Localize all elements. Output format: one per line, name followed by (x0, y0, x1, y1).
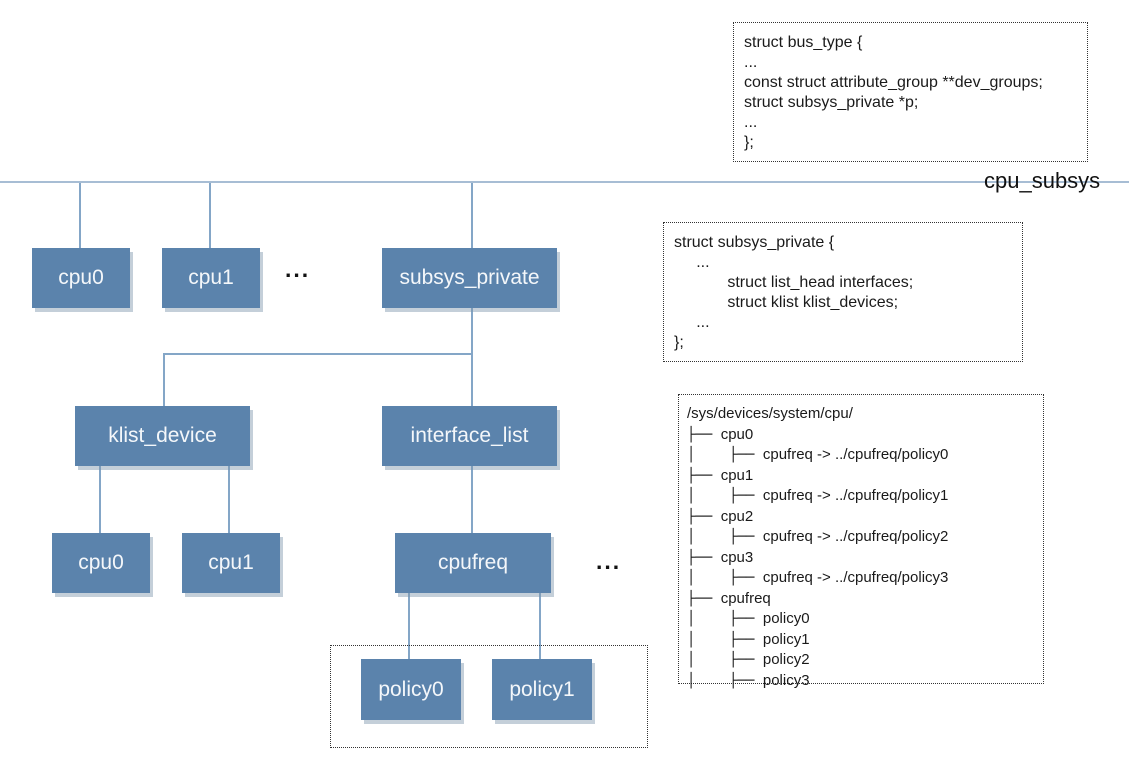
node-cpu0-bus-device: cpu0 (32, 248, 130, 308)
node-label: cpufreq (437, 551, 509, 574)
tree-line-prefix: │ ├── (687, 652, 763, 668)
cpu-subsys-bus-line (0, 181, 1129, 183)
node-cpu0-klist-entry: cpu0 (52, 533, 150, 593)
code-line: ... (744, 114, 758, 131)
tree-line: │ ├── policy2 (687, 650, 1039, 671)
node-label: interface_list (410, 424, 529, 447)
tree-line: ├── cpu0 (687, 425, 1039, 446)
tree-line-prefix: │ ├── (687, 611, 763, 627)
node-label: klist_device (108, 424, 217, 447)
connector-branch-horizontal (163, 353, 473, 355)
tree-line: │ ├── policy0 (687, 609, 1039, 630)
node-policy1: policy1 (492, 659, 592, 720)
tree-line-text: cpu3 (720, 548, 754, 566)
node-policy0: policy0 (361, 659, 461, 720)
tree-line-prefix: │ ├── (687, 447, 763, 463)
connector-subsys-private-down (471, 308, 473, 406)
connector-klist-cpu1 (228, 466, 230, 533)
tree-line-text: policy2 (762, 651, 810, 668)
code-line: ... (674, 314, 710, 331)
tree-line: ├── cpufreq (687, 589, 1039, 610)
node-label: cpu1 (188, 266, 234, 289)
ellipsis-cpufreq-siblings: ... (596, 548, 622, 574)
code-line: struct klist klist_devices; (674, 294, 899, 311)
code-line: struct bus_type { (744, 34, 863, 51)
tree-line-text: cpu0 (720, 425, 754, 443)
code-line: struct list_head interfaces; (674, 274, 914, 291)
code-line: struct subsys_private { (674, 234, 835, 251)
tree-line-text: /sys/devices/system/cpu/ (687, 405, 853, 422)
tree-line-prefix: ├── (687, 549, 721, 566)
connector-cpufreq-policy1 (539, 593, 541, 659)
tree-line-text: cpu1 (720, 466, 754, 484)
node-label: cpu0 (78, 551, 124, 574)
tree-line-text: cpufreq -> ../cpufreq/policy1 (762, 487, 949, 504)
tree-line-text: cpufreq -> ../cpufreq/policy0 (762, 446, 949, 463)
node-label: policy1 (509, 677, 575, 701)
tree-line: │ ├── policy3 (687, 671, 1039, 692)
tree-line-prefix: │ ├── (687, 570, 763, 586)
tree-line-prefix: ├── (687, 508, 721, 525)
node-label: policy0 (378, 677, 444, 701)
tree-line-text: cpufreq -> ../cpufreq/policy3 (762, 569, 949, 586)
code-lines: struct bus_type { ... const struct attri… (734, 23, 1087, 153)
node-cpu1-klist-entry: cpu1 (182, 533, 280, 593)
tree-line-prefix: │ ├── (687, 672, 763, 689)
connector-interface-list-cpufreq (471, 466, 473, 533)
connector-bus-subsys-private (471, 183, 473, 248)
policy-group-box (330, 645, 648, 748)
tree-line: │ ├── cpufreq -> ../cpufreq/policy1 (687, 486, 1039, 507)
tree-line-prefix: ├── (687, 467, 721, 484)
node-label: cpu1 (208, 551, 254, 574)
tree-line-prefix: │ ├── (687, 529, 763, 545)
tree-line: │ ├── cpufreq -> ../cpufreq/policy3 (687, 568, 1039, 589)
tree-line: ├── cpu3 (687, 548, 1039, 569)
code-box-bus-type: struct bus_type { ... const struct attri… (733, 22, 1088, 162)
connector-klist-cpu0 (99, 466, 101, 533)
code-box-subsys-private: struct subsys_private { ... struct list_… (663, 222, 1023, 362)
tree-line-prefix: ├── (687, 426, 721, 443)
tree-line-text: cpufreq -> ../cpufreq/policy2 (762, 528, 949, 545)
tree-line-prefix: │ ├── (687, 631, 763, 648)
connector-bus-cpu0 (79, 183, 81, 248)
connector-branch-klist-device (163, 354, 165, 406)
bus-label: cpu_subsys (984, 168, 1101, 193)
tree-line: ├── cpu2 (687, 507, 1039, 528)
sysfs-tree-box: /sys/devices/system/cpu/ ├── cpu0 │ ├── … (678, 394, 1044, 689)
code-line: ... (674, 254, 710, 271)
tree-line-text: policy0 (762, 610, 810, 627)
ellipsis-bus-devices: ... (285, 256, 311, 282)
node-cpu1-bus-device: cpu1 (162, 248, 260, 308)
code-lines: struct subsys_private { ... struct list_… (664, 223, 1022, 353)
code-line: const struct attribute_group **dev_group… (744, 74, 1043, 91)
code-line: }; (744, 134, 754, 151)
tree-line-prefix: │ ├── (687, 488, 763, 504)
tree-line-text: policy3 (762, 671, 810, 689)
tree-line-text: cpufreq (720, 589, 771, 607)
connector-bus-cpu1 (209, 183, 211, 248)
sysfs-tree: /sys/devices/system/cpu/ ├── cpu0 │ ├── … (679, 395, 1043, 691)
node-subsys-private: subsys_private (382, 248, 557, 308)
node-label: cpu0 (58, 266, 104, 289)
tree-line-text: cpu2 (720, 507, 754, 525)
tree-line: │ ├── policy1 (687, 630, 1039, 651)
node-cpufreq-interface: cpufreq (395, 533, 551, 593)
code-line: }; (674, 334, 684, 351)
tree-line-prefix: ├── (687, 590, 721, 607)
tree-line: │ ├── cpufreq -> ../cpufreq/policy0 (687, 445, 1039, 466)
code-line: struct subsys_private *p; (744, 94, 919, 111)
code-line: ... (744, 54, 758, 71)
tree-line: /sys/devices/system/cpu/ (687, 404, 1039, 425)
node-klist-device: klist_device (75, 406, 250, 466)
connector-cpufreq-policy0 (408, 593, 410, 659)
node-label: subsys_private (399, 266, 540, 289)
node-interface-list: interface_list (382, 406, 557, 466)
tree-line: │ ├── cpufreq -> ../cpufreq/policy2 (687, 527, 1039, 548)
tree-line-text: policy1 (762, 630, 810, 648)
tree-line: ├── cpu1 (687, 466, 1039, 487)
